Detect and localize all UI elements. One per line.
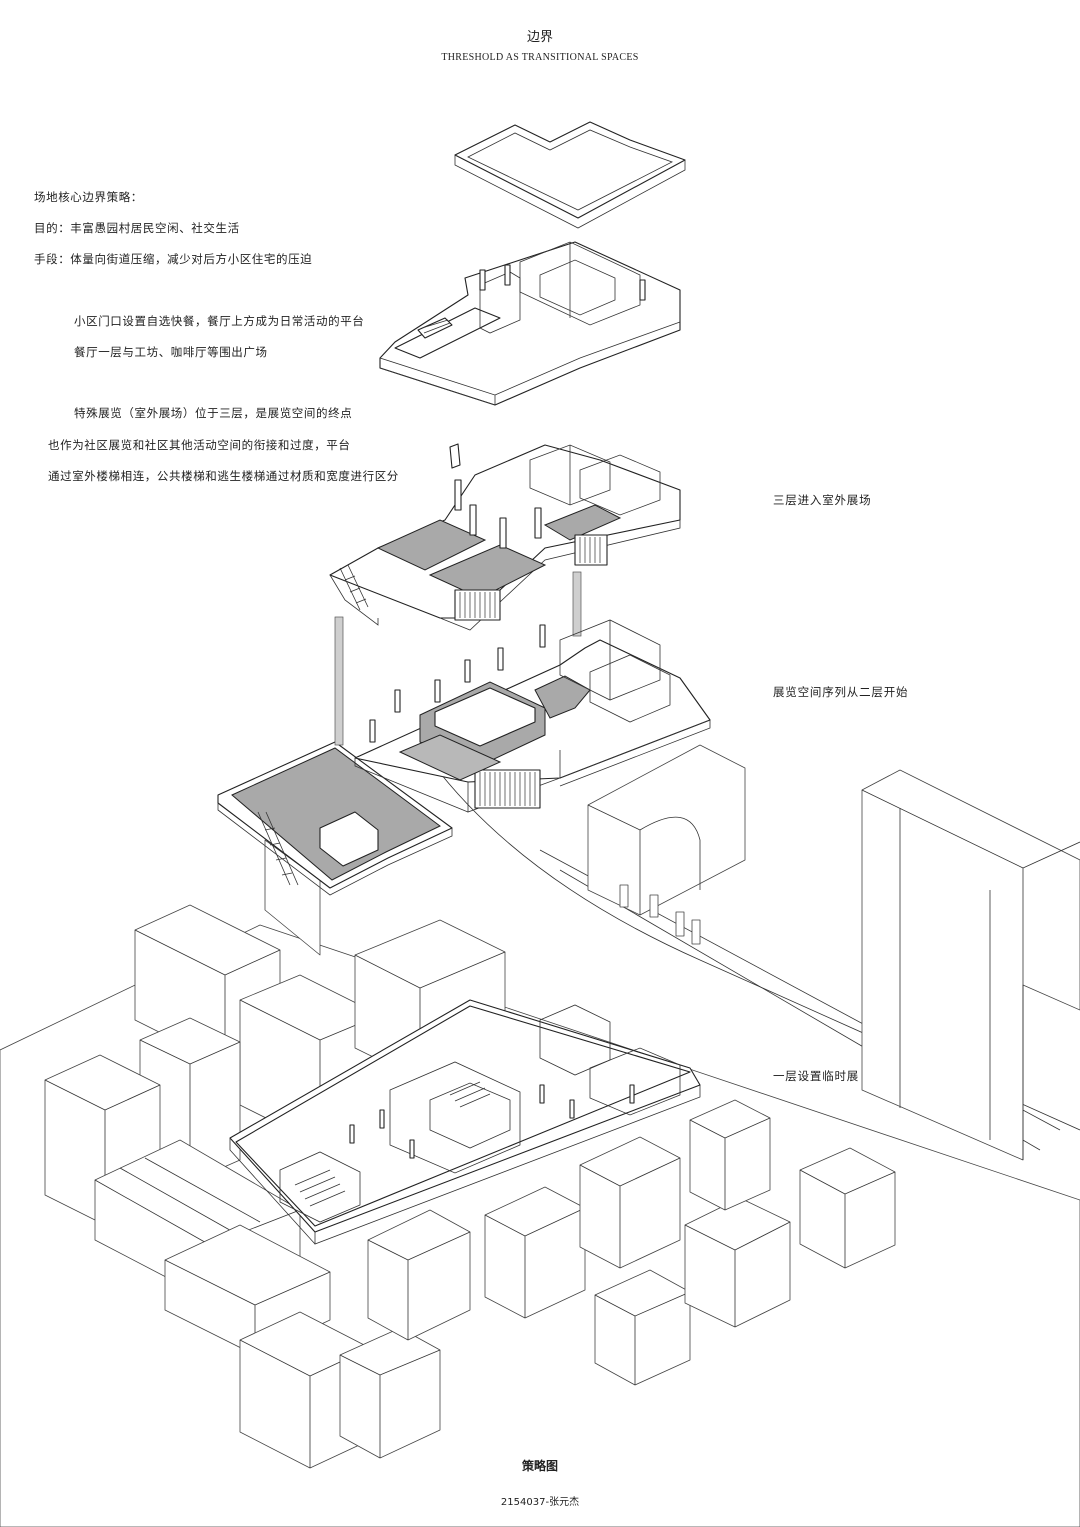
roof-slab bbox=[454, 121, 686, 229]
second-floor-plan bbox=[217, 571, 711, 896]
restaurant-note-line2: 餐厅一层与工坊、咖啡厅等围出广场 bbox=[74, 345, 268, 359]
site-context bbox=[0, 744, 1080, 1527]
restaurant-level-plan bbox=[379, 241, 681, 406]
page-title: 边界 bbox=[526, 30, 553, 45]
third-floor-caption: 三层进入室外展场 bbox=[773, 493, 872, 507]
strategy-heading: 场地核心边界策略： bbox=[34, 190, 143, 204]
exhibition-note-line2: 也作为社区展览和社区其他活动空间的衔接和过度，平台 bbox=[48, 438, 351, 452]
third-floor-plan bbox=[329, 443, 681, 631]
figure-caption: 策略图 bbox=[521, 1459, 558, 1473]
first-floor-plan bbox=[229, 999, 701, 1245]
author-id: 2154037-张元杰 bbox=[500, 1497, 580, 1508]
exhibition-note-line1: 特殊展览（室外展场）位于三层，是展览空间的终点 bbox=[74, 406, 353, 420]
page-subtitle: THRESHOLD AS TRANSITIONAL SPACES bbox=[441, 52, 639, 63]
strategy-goal: 目的：丰富愚园村居民空闲、社交生活 bbox=[34, 221, 240, 235]
first-floor-caption: 一层设置临时展 bbox=[773, 1069, 860, 1083]
exhibition-note-line3: 通过室外楼梯相连，公共楼梯和逃生楼梯通过材质和宽度进行区分 bbox=[48, 469, 399, 483]
second-floor-caption: 展览空间序列从二层开始 bbox=[773, 685, 909, 699]
strategy-means: 手段：体量向街道压缩，减少对后方小区住宅的压迫 bbox=[34, 252, 313, 266]
restaurant-note-line1: 小区门口设置自选快餐，餐厅上方成为日常活动的平台 bbox=[74, 314, 365, 328]
